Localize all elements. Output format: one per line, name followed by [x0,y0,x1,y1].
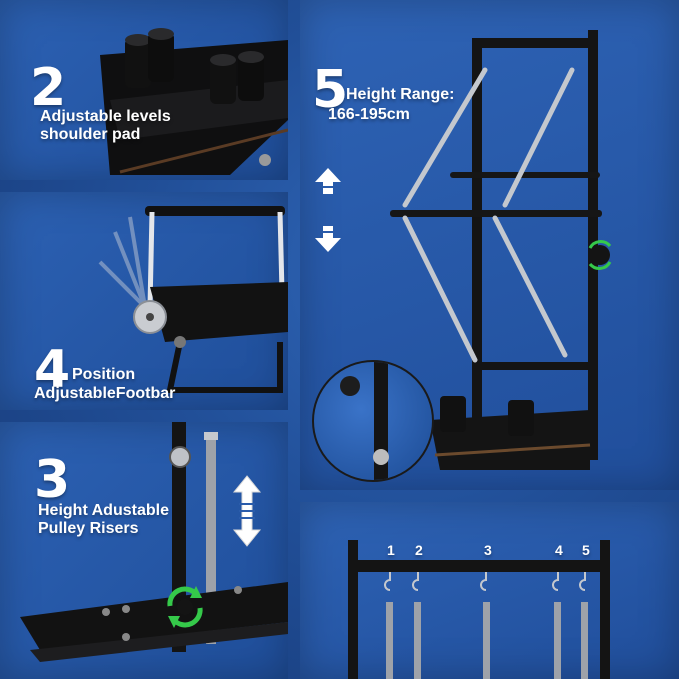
caption-line1: Height Adustable [38,502,169,519]
detail-inset [312,360,434,482]
hook-label-2: 2 [415,542,423,558]
caption-line2: shoulder pad [40,126,141,143]
hook-bar-illustration [348,540,610,679]
shoulder-pad-illustration [100,28,288,175]
panel-height-range: 5 Height Range: 166-195cm [300,0,679,490]
step-number: 4 [34,340,71,400]
hook-label-4: 4 [555,542,563,558]
footbar-illustration [98,206,288,393]
arrow-up-icon [315,168,341,194]
caption-line2: Pulley Risers [38,520,139,537]
double-arrow-icon [232,475,262,547]
arrow-down-icon [315,226,341,252]
hook-label-3: 3 [484,542,492,558]
knob-detail-illustration [340,362,389,480]
hook-label-5: 5 [582,542,590,558]
panel-pulley-risers: 3 Height Adustable Pulley Risers [0,422,288,679]
caption-line2: AdjustableFootbar [34,385,176,402]
caption-line1: Position [72,366,136,383]
hook-label-1: 1 [387,542,395,558]
rotate-icon [167,586,203,628]
step-number: 2 [30,58,67,118]
tower-frame-illustration [390,30,612,470]
panel-hooks: 1 2 3 4 5 [300,502,679,679]
caption-line2: 166-195cm [328,106,410,123]
step-number: 5 [312,60,349,120]
step-number: 3 [34,450,71,510]
caption-line1: Adjustable levels [40,108,171,125]
panel-shoulder-pad: 2 Adjustable levels shoulder pad [0,0,288,180]
caption-line1: Height Range: [346,86,455,103]
panel-footbar: 4 Position AdjustableFootbar [0,192,288,410]
